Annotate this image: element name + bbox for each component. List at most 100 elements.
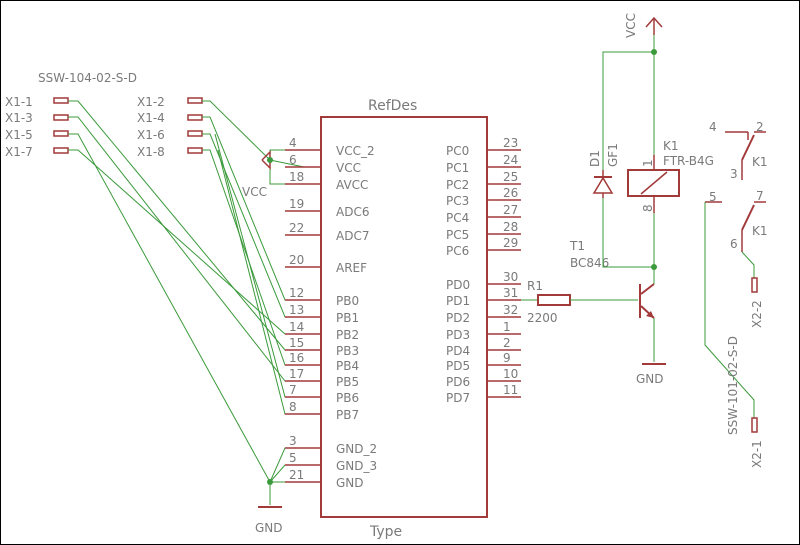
mcu-pin-name: VCC (336, 161, 361, 175)
pin-label-x1-1: X1-1 (5, 95, 33, 109)
mcu-pin-number: 17 (289, 367, 304, 381)
pin-label-x1-6: X1-6 (137, 128, 165, 142)
mcu-pin-name: PB2 (336, 328, 359, 342)
mcu-pin-name: PB6 (336, 391, 359, 405)
mcu-pin-name: PC6 (446, 244, 469, 258)
vcc-wire-pin4 (269, 149, 304, 160)
pin-label-x1-5: X1-5 (5, 128, 33, 142)
mcu-pin-name: PD6 (446, 375, 470, 389)
mcu-pin-number: 22 (289, 221, 304, 235)
mcu-pin-name: PC0 (446, 144, 469, 158)
k1-name: K1 (663, 139, 679, 153)
mcu-pin-number: 15 (289, 336, 304, 350)
mcu-pin-name: PC5 (446, 228, 469, 242)
vcc-label-mcu: VCC (242, 185, 267, 199)
mcu-pin-name: PC4 (446, 211, 469, 225)
contact1-label: K1 (752, 155, 768, 169)
mcu-pin-name: ADC6 (336, 205, 369, 219)
junction-gnd (267, 479, 273, 485)
gnd-label-mcu: GND (255, 521, 283, 535)
relay-contact-2: 5 7 6 K1 (705, 189, 768, 252)
pin-label-x1-4: X1-4 (137, 111, 165, 125)
contact1-pin-b: 2 (756, 120, 764, 134)
mcu-pin-name: PC2 (446, 178, 469, 192)
mcu-pin-number: 19 (289, 197, 304, 211)
mcu-pin-number: 5 (289, 451, 297, 465)
mcu-pin-number: 10 (503, 367, 518, 381)
contact2-pin-b: 7 (756, 189, 764, 203)
r1-name: R1 (527, 279, 543, 293)
mcu-pin-number: 2 (503, 336, 511, 350)
r1-value: 2200 (527, 311, 558, 325)
mcu-type: Type (369, 524, 402, 540)
junction-vcc-top (651, 49, 657, 55)
relay-contact-1: 4 2 3 K1 (709, 120, 768, 181)
pin-symbol-x1-5 (53, 130, 69, 137)
mcu-pin-name: GND_2 (336, 442, 377, 456)
mcu-pin-name: PD2 (446, 311, 470, 325)
diode-d1: D1 GF1 (588, 143, 620, 198)
gnd-symbol-mcu: GND (255, 447, 304, 535)
pin-symbol-x1-1 (53, 97, 69, 104)
net-x2-1 (704, 202, 755, 418)
contact1-pin-a: 4 (709, 120, 717, 134)
vcc-symbol-mcu: VCC (242, 149, 305, 199)
mcu-pin-number: 21 (289, 468, 304, 482)
mcu-pin-number: 26 (503, 186, 518, 200)
mcu-pin-name: PD7 (446, 391, 470, 405)
mcu-pin-name: PB5 (336, 375, 359, 389)
k1-value: FTR-B4G (663, 154, 714, 168)
mcu-pin-name: PB3 (336, 344, 359, 358)
mcu-pin-number: 11 (503, 383, 518, 397)
pin-symbol-x1-4 (187, 114, 203, 121)
mcu-pin-number: 12 (289, 286, 304, 300)
connector-x2-name: SSW-101-02-S-D (726, 336, 740, 435)
pin-label-x1-2: X1-2 (137, 95, 165, 109)
d1-name: D1 (588, 150, 602, 167)
transistor-t1: T1 BC846 GND (569, 239, 666, 386)
k1-pin-top: 1 (641, 159, 655, 167)
d1-triangle (592, 176, 614, 194)
mcu-pin-number: 9 (503, 351, 511, 365)
mcu-pin-name: PD5 (446, 359, 470, 373)
vcc-top-arrow (645, 16, 663, 28)
net-diode-anode (602, 198, 654, 268)
pin-symbol-x1-7 (53, 147, 69, 154)
connector-x1: SSW-104-02-S-D X1-1 X1-3 X1-5 X1-7 X1-2 … (5, 71, 203, 159)
k1-coil-slash (640, 171, 668, 195)
t1-value: BC846 (570, 256, 609, 270)
junction-collector (651, 264, 657, 270)
mcu-left-pins: 4VCC_26VCC18AVCC19ADC622ADC720AREF12PB01… (285, 136, 377, 490)
mcu-pin-number: 29 (503, 236, 518, 250)
resistor-r1: R1 2200 (521, 279, 638, 325)
mcu-pin-name: PB0 (336, 294, 359, 308)
pin-symbol-x2-1 (751, 417, 758, 433)
mcu-pin-number: 1 (503, 320, 511, 334)
mcu-pin-name: PD3 (446, 328, 470, 342)
mcu-pin-number: 32 (503, 303, 518, 317)
pin-label-x1-3: X1-3 (5, 111, 33, 125)
net-x1-2 (202, 100, 271, 161)
pin-label-x2-2: X2-2 (750, 300, 764, 328)
relay-coil-k1: 1 8 K1 FTR-B4G (627, 139, 714, 213)
net-x2-2 (741, 251, 755, 278)
